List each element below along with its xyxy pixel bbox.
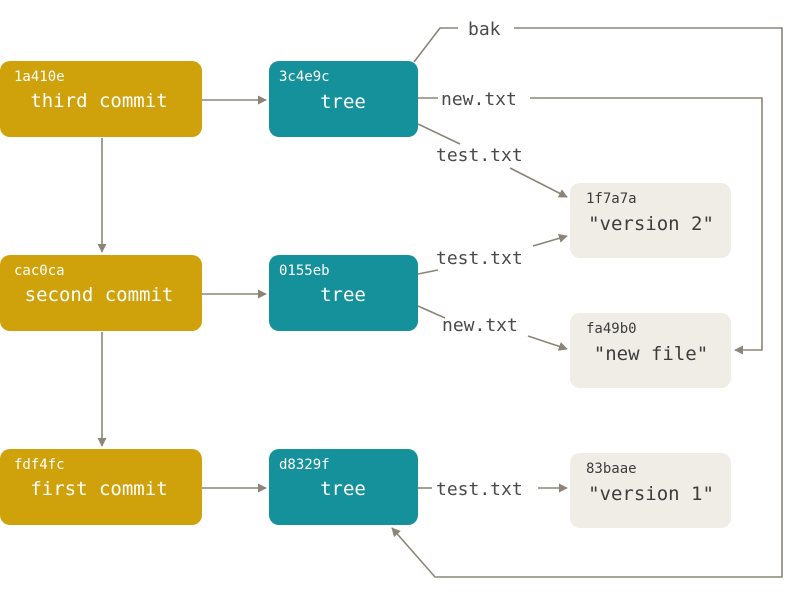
- label-second-new-txt: new.txt: [442, 315, 518, 336]
- tree-label: tree: [320, 478, 366, 500]
- label-third-new-txt: new.txt: [441, 89, 517, 110]
- blob-content: "version 2": [588, 213, 714, 235]
- tree-hash: d8329f: [279, 457, 330, 473]
- commit-message: second commit: [25, 284, 174, 306]
- tree-label: tree: [320, 284, 366, 306]
- edge-bak-to-tree-3c4e9c: [413, 27, 458, 63]
- edge-third-test-txt: [417, 123, 461, 145]
- commit-message: third commit: [30, 90, 167, 112]
- label-second-test-txt: test.txt: [436, 248, 523, 269]
- tree-hash: 0155eb: [279, 263, 330, 279]
- blob-hash: fa49b0: [586, 321, 637, 337]
- commit-node-second[interactable]: cac0ca second commit: [0, 255, 202, 331]
- blob-node-fa49b0[interactable]: fa49b0 "new file": [570, 313, 731, 388]
- blob-node-83baae[interactable]: 83baae "version 1": [570, 453, 731, 528]
- blob-content: "version 1": [588, 483, 714, 505]
- commit-hash: cac0ca: [14, 263, 65, 279]
- tree-node-d8329f[interactable]: d8329f tree: [269, 449, 418, 525]
- tree-node-3c4e9c[interactable]: 3c4e9c tree: [269, 61, 418, 137]
- commit-node-third[interactable]: 1a410e third commit: [0, 61, 202, 137]
- edge-second-new-txt-to-blob: [527, 335, 568, 351]
- commit-message: first commit: [30, 478, 167, 500]
- commit-node-first[interactable]: fdf4fc first commit: [0, 449, 202, 525]
- tree-hash: 3c4e9c: [279, 69, 330, 85]
- edge-second-test-txt: [417, 269, 439, 275]
- tree-node-0155eb[interactable]: 0155eb tree: [269, 255, 418, 331]
- label-first-test-txt: test.txt: [436, 479, 523, 500]
- label-bak: bak: [468, 19, 501, 40]
- tree-label: tree: [320, 91, 366, 113]
- edge-second-test-txt-to-blob: [532, 233, 568, 247]
- blob-hash: 1f7a7a: [586, 191, 637, 207]
- blob-node-1f7a7a[interactable]: 1f7a7a "version 2": [570, 183, 731, 258]
- commit-hash: 1a410e: [14, 69, 65, 85]
- commit-hash: fdf4fc: [14, 457, 65, 473]
- edge-bak-to-tree-d8329f: [391, 27, 783, 578]
- label-third-test-txt: test.txt: [436, 145, 523, 166]
- edge-second-new-txt: [417, 305, 446, 319]
- blob-content: "new file": [594, 343, 708, 365]
- edge-third-test-txt-to-blob: [509, 167, 568, 198]
- blob-hash: 83baae: [586, 461, 637, 477]
- edge-third-new-txt-to-blob: [530, 97, 763, 355]
